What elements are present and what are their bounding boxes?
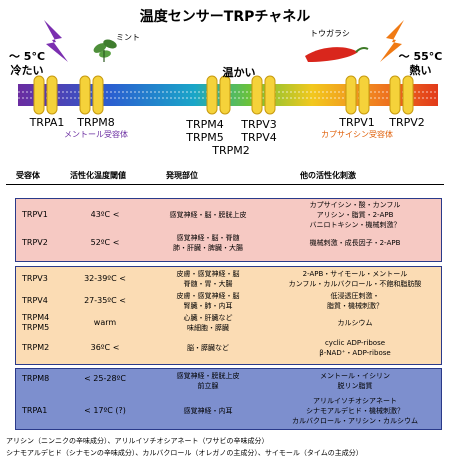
label-trpv4: TRPV4 (241, 131, 277, 144)
row-trpm8-site-1: 感覚神経・膀胱上皮 (176, 372, 240, 380)
hot-label: 熱い (409, 64, 432, 77)
row-trpv4-temp: 27-35ºC < (84, 296, 126, 305)
row-trpv3-other-2: カンフル・カルバクロール・不飽和脂肪酸 (288, 280, 422, 288)
row-trpm45-site-2: 味細胞・膵臓 (187, 324, 229, 332)
row-trpv2-temp: 52ºC < (90, 238, 120, 247)
channel-trpm4-group (206, 75, 231, 115)
row-trpm8-site-2: 前立腺 (197, 382, 219, 390)
row-trpm2-site: 脳・膵臓など (187, 344, 229, 352)
row-trpm5-name: TRPM5 (22, 323, 50, 332)
row-trpa1-name: TRPA1 (22, 406, 48, 415)
row-trpm45-temp: warm (93, 318, 117, 327)
cold-label: 冷たい (10, 64, 44, 77)
label-trpv2: TRPV2 (389, 116, 425, 129)
label-trpa1: TRPA1 (29, 116, 65, 129)
label-trpv3: TRPV3 (241, 118, 277, 131)
row-trpv1-other-2: アリシン・脂質・2-APB (316, 211, 394, 219)
channel-trpa1 (33, 75, 58, 115)
row-trpm4-name: TRPM4 (22, 313, 50, 322)
row-trpm8-other-2: 脱リン脂質 (337, 382, 373, 390)
row-trpa1-other-1: アリルイソチオシアネート (313, 397, 397, 405)
row-trpm45-site-1: 心臓・肝臓など (183, 314, 233, 322)
row-trpa1-temp: < 17ºC (?) (84, 406, 126, 415)
row-trpv2-site-2: 肺・肝臓・脾臓・大腸 (173, 244, 243, 252)
label-trpv1-sub: カプサイシン受容体 (321, 130, 393, 139)
mint-icon (93, 39, 117, 62)
row-trpm2-temp: 36ºC < (90, 343, 120, 352)
row-trpv2-other: 機械刺激・成長因子・2-APB (309, 239, 401, 247)
footer-line-2: シナモアルデヒド（シナモンの辛味成分）、カルバクロール（オレガノの主成分）、サイ… (6, 449, 363, 457)
label-trpm8-sub: メントール受容体 (64, 130, 128, 139)
row-trpv1-temp: 43ºC < (90, 210, 120, 219)
label-trpm2: TRPM2 (212, 144, 250, 157)
cold-temp-value: ～ 5°C (8, 50, 46, 63)
group-box-cold (15, 368, 442, 430)
row-trpm8-other-1: メントール・イシリン (320, 372, 390, 380)
row-trpm45-other: カルシウム (337, 319, 373, 327)
row-trpv4-other-2: 脂質・機械刺激？ (327, 302, 383, 310)
row-trpv4-site-1: 皮膚・感覚神経・脳 (176, 292, 240, 300)
row-trpv3-other-1: 2-APB・サイモール・メントール (302, 270, 408, 278)
footer-line-1: アリシン（ニンニクの辛味成分）、アリルイソチオシアネート（ワサビの辛味成分） (6, 437, 269, 445)
row-trpv3-site-1: 皮膚・感覚神経・脳 (176, 270, 240, 278)
mint-label: ミント (116, 33, 140, 42)
header-temp-threshold: 活性化温度閾値 (70, 171, 126, 180)
header-site: 発現部位 (166, 171, 198, 180)
row-trpa1-other-2: シナモアルデヒド・機械刺激？ (306, 407, 404, 415)
channel-trpm8 (79, 75, 104, 115)
warm-label: 温かい (222, 66, 256, 79)
cold-bolt-icon (44, 20, 68, 62)
figure-title: 温度センサーTRPチャネル (139, 9, 311, 25)
hot-bolt-icon (380, 20, 404, 62)
row-trpm8-name: TRPM8 (22, 374, 50, 383)
row-trpm2-other-1: cyclic ADP-ribose (324, 339, 386, 347)
chili-icon (305, 47, 369, 62)
group-box-hot (15, 198, 442, 262)
chili-label: トウガラシ (310, 29, 350, 38)
row-trpv3-site-2: 脊髄・胃・大腸 (183, 280, 233, 288)
row-trpv3-name: TRPV3 (22, 274, 48, 283)
channel-trpv2 (389, 75, 414, 115)
row-trpv3-temp: 32-39ºC < (84, 274, 126, 283)
row-trpm2-name: TRPM2 (22, 343, 50, 352)
row-trpa1-other-3: カルバクロール・アリシン・カルシウム (292, 417, 418, 425)
row-trpv2-site-1: 感覚神経・脳・脊髄 (176, 234, 240, 242)
row-trpv1-name: TRPV1 (22, 210, 48, 219)
group-box-warm (15, 266, 442, 365)
row-trpm8-temp: < 25-28ºC (84, 374, 126, 383)
row-trpv1-other-3: バニロトキシン・機械刺激？ (309, 221, 401, 229)
channel-trpv3-group (251, 75, 276, 115)
membrane-illustration (18, 20, 438, 115)
row-trpv2-name: TRPV2 (22, 238, 48, 247)
row-trpa1-site: 感覚神経・内耳 (183, 407, 233, 415)
channel-trpv1 (345, 75, 370, 115)
label-trpv1: TRPV1 (339, 116, 375, 129)
label-trpm4: TRPM4 (186, 118, 224, 131)
label-trpm8: TRPM8 (77, 116, 115, 129)
row-trpv4-site-2: 腎臓・肺・内耳 (183, 302, 233, 310)
row-trpm2-other-2: β-NAD⁺・ADP-ribose (319, 349, 391, 357)
label-trpm5: TRPM5 (186, 131, 224, 144)
row-trpv1-site: 感覚神経・脳・膀胱上皮 (169, 211, 247, 219)
row-trpv4-name: TRPV4 (22, 296, 48, 305)
row-trpv4-other-1: 低浸透圧刺激・ (330, 292, 380, 300)
hot-temp-value: ～ 55°C (398, 50, 443, 63)
header-rule (6, 184, 444, 185)
header-receptor: 受容体 (16, 171, 40, 180)
header-other: 他の活性化刺激 (300, 171, 356, 180)
row-trpv1-other-1: カプサイシン・酸・カンフル (309, 201, 401, 209)
